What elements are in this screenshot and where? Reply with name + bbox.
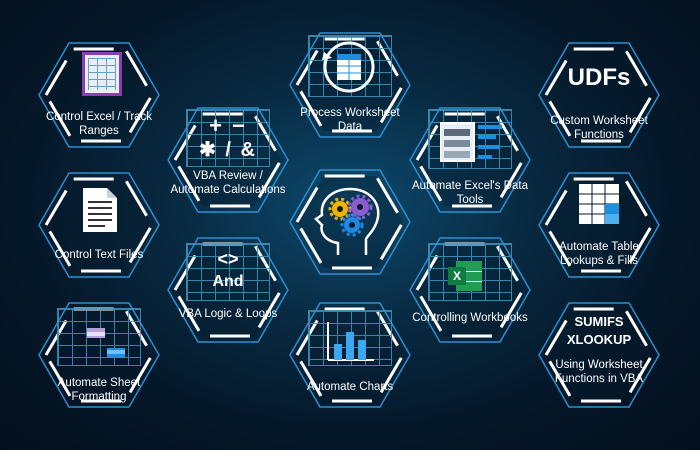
udfs-heading: UDFs bbox=[567, 64, 631, 91]
cell-center bbox=[290, 167, 410, 277]
math-symbols-bottom: ✱ / & bbox=[199, 139, 257, 161]
text-file-icon bbox=[83, 188, 117, 232]
excel-letter: X bbox=[448, 267, 466, 285]
cell-charts: Automate Charts bbox=[290, 300, 410, 410]
brain-gears-icon bbox=[314, 187, 380, 255]
cell-label: VBA Review / Automate Calculations bbox=[170, 170, 286, 196]
cell-controlling-workbooks: X Controlling Workbooks bbox=[410, 235, 530, 345]
function-name-xlookup: XLOOKUP bbox=[566, 332, 632, 347]
cell-label: Process Worksheet Data bbox=[300, 107, 400, 133]
cell-label: VBA Logic & Loops bbox=[178, 308, 278, 320]
cell-sheet-formatting: Automate Sheet Formatting bbox=[39, 300, 159, 410]
cell-worksheet-functions: SUMIFS XLOOKUP Using Worksheet Functions… bbox=[539, 300, 659, 410]
cell-label: Automate Excel's Data Tools bbox=[412, 180, 528, 206]
cell-data-tools: Automate Excel's Data Tools bbox=[410, 105, 530, 215]
table-lookup-icon bbox=[579, 184, 619, 224]
cell-label: Controlling Workbooks bbox=[412, 312, 528, 324]
formatting-grid-icon bbox=[87, 328, 125, 358]
code-symbol-and: And bbox=[212, 273, 244, 290]
spreadsheet-grid-icon bbox=[82, 52, 122, 96]
cell-label: Automate Table Lookups & Fills bbox=[559, 241, 639, 267]
cell-vba-review: + − ✱ / & VBA Review / Automate Calculat… bbox=[168, 105, 288, 215]
grid-background bbox=[186, 109, 270, 167]
math-symbols-top: + − bbox=[209, 113, 247, 138]
cell-label: Control Text Files bbox=[54, 249, 144, 261]
cell-label: Automate Charts bbox=[306, 381, 394, 393]
grid-background bbox=[186, 243, 270, 301]
cell-table-lookups: Automate Table Lookups & Fills bbox=[539, 170, 659, 280]
cell-vba-logic: <> And VBA Logic & Loops bbox=[168, 235, 288, 345]
cell-label: Using Worksheet Functions in VBA bbox=[554, 359, 644, 385]
cell-udfs: UDFs Custom Worksheet Functions bbox=[539, 40, 659, 150]
cell-label: Control Excel / Track Ranges bbox=[45, 111, 153, 137]
cell-label: Automate Sheet Formatting bbox=[57, 377, 141, 403]
function-name-sumifs: SUMIFS bbox=[574, 314, 624, 329]
cell-process-data: Process Worksheet Data bbox=[290, 30, 410, 140]
cell-control-text: Control Text Files bbox=[39, 170, 159, 280]
bar-chart-icon bbox=[327, 322, 374, 361]
refresh-table-icon bbox=[322, 41, 375, 93]
cell-label: Custom Worksheet Functions bbox=[550, 115, 648, 141]
data-tools-icon bbox=[440, 122, 502, 162]
excel-workbook-icon: X bbox=[448, 261, 482, 291]
code-symbol-brackets: <> bbox=[217, 249, 239, 269]
cell-control-excel: Control Excel / Track Ranges bbox=[39, 40, 159, 150]
